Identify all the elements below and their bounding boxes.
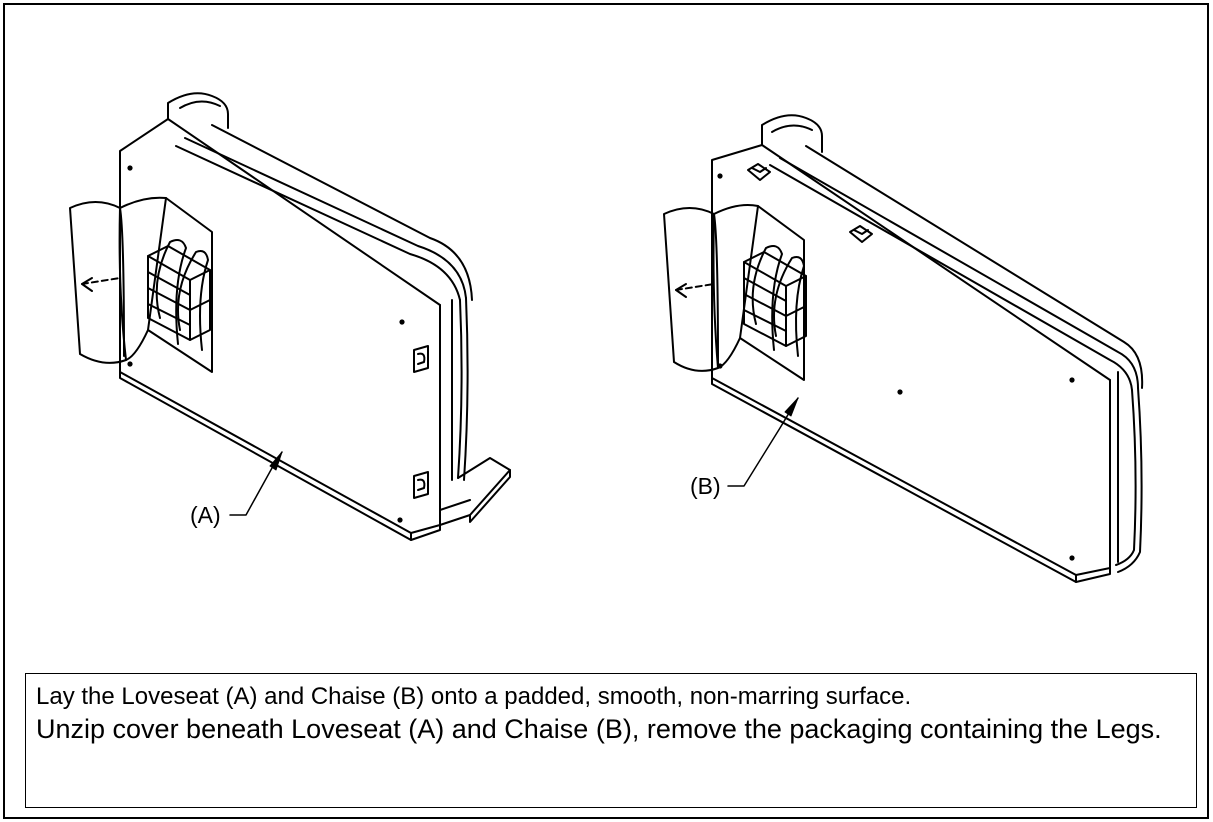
label-b: (B) — [690, 473, 721, 499]
loveseat-figure — [69, 92, 511, 541]
instruction-line-1: Lay the Loveseat (A) and Chaise (B) onto… — [36, 683, 912, 710]
chaise-figure — [663, 114, 1144, 583]
label-a: (A) — [190, 502, 221, 528]
instruction-line-2: Unzip cover beneath Loveseat (A) and Cha… — [36, 714, 1162, 744]
instruction-caption: Lay the Loveseat (A) and Chaise (B) onto… — [25, 673, 1197, 808]
